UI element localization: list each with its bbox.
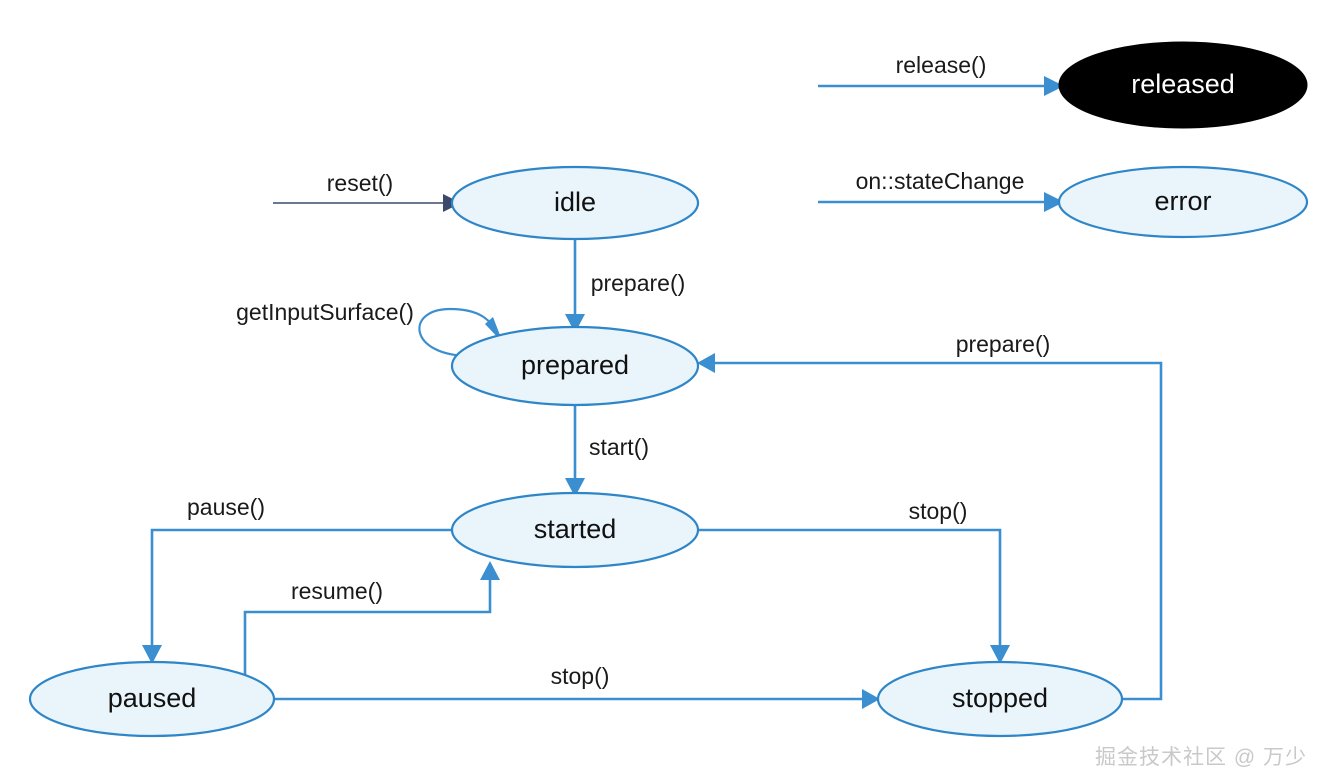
edge-paused-resume-arrowhead — [480, 561, 500, 580]
edge-paused-stop-label: stop() — [551, 663, 610, 689]
edge-prepared-start: start() — [565, 404, 649, 497]
state-node-released-shape — [1058, 41, 1308, 129]
edge-release-arrowhead — [1044, 76, 1064, 96]
edge-started-stop-arrowhead — [990, 645, 1010, 664]
state-node-idle-shape — [450, 165, 700, 241]
state-node-error-label: error — [1154, 186, 1211, 216]
edge-started-stop: stop() — [698, 498, 1010, 664]
edge-stopped-prepare-line — [715, 361, 1163, 701]
state-node-started-label: started — [534, 514, 617, 544]
edge-started-pause: pause() — [142, 494, 470, 664]
state-node-paused-label: paused — [108, 683, 197, 713]
edge-paused-stop-arrowhead — [862, 689, 880, 709]
edge-stopped-prepare: prepare() — [697, 331, 1163, 701]
edge-started-stop-line — [698, 528, 1002, 645]
state-node-idle[interactable]: idle — [450, 165, 700, 241]
state-node-error[interactable]: error — [1057, 165, 1309, 239]
edge-paused-resume-line — [243, 580, 492, 690]
edge-on-state-change-label: on::stateChange — [856, 168, 1025, 194]
state-node-started[interactable]: started — [450, 491, 700, 569]
edge-started-pause-label: pause() — [187, 494, 265, 520]
edge-on-state-change: on::stateChange — [818, 168, 1064, 212]
edge-paused-stop: stop() — [274, 663, 880, 709]
edge-entry-reset: reset() — [273, 170, 461, 212]
state-node-stopped-label: stopped — [952, 683, 1048, 713]
watermark-text: 掘金技术社区 @ 万少 — [1095, 746, 1307, 769]
edge-started-stop-label: stop() — [909, 498, 968, 524]
state-node-prepared-label: prepared — [521, 350, 629, 380]
edge-stopped-prepare-arrowhead — [697, 353, 715, 373]
edge-get-input-surface-loop — [418, 307, 499, 358]
edge-prepared-start-label: start() — [589, 434, 649, 460]
state-node-paused-shape — [28, 660, 276, 738]
edge-stopped-prepare-label: prepare() — [956, 331, 1051, 357]
edge-paused-resume-label: resume() — [291, 578, 383, 604]
edge-paused-resume: resume() — [243, 561, 500, 690]
edge-idle-prepare-label: prepare() — [591, 270, 686, 296]
state-node-error-shape — [1057, 165, 1309, 239]
state-node-released-label: released — [1131, 69, 1235, 99]
edge-on-state-change-arrowhead — [1044, 192, 1064, 212]
edge-release-label: release() — [896, 52, 987, 78]
state-node-prepared[interactable]: prepared — [450, 325, 700, 407]
edge-started-pause-line — [150, 528, 470, 645]
edge-entry-reset-label: reset() — [327, 170, 393, 196]
edge-idle-prepare: prepare() — [565, 236, 685, 333]
state-node-prepared-shape — [450, 325, 700, 407]
state-node-stopped[interactable]: stopped — [876, 660, 1124, 738]
state-node-released[interactable]: released — [1058, 41, 1308, 129]
state-node-paused[interactable]: paused — [28, 660, 276, 738]
state-node-stopped-shape — [876, 660, 1124, 738]
state-node-started-shape — [450, 491, 700, 569]
edge-idle-prepare-arrowhead — [565, 314, 585, 333]
edge-prepared-start-arrowhead — [565, 478, 585, 497]
state-node-idle-label: idle — [554, 187, 596, 217]
edge-get-input-surface-label: getInputSurface() — [236, 299, 414, 325]
edge-started-pause-arrowhead — [142, 645, 162, 664]
edge-get-input-surface: getInputSurface() — [236, 299, 503, 358]
edge-release: release() — [818, 52, 1064, 96]
